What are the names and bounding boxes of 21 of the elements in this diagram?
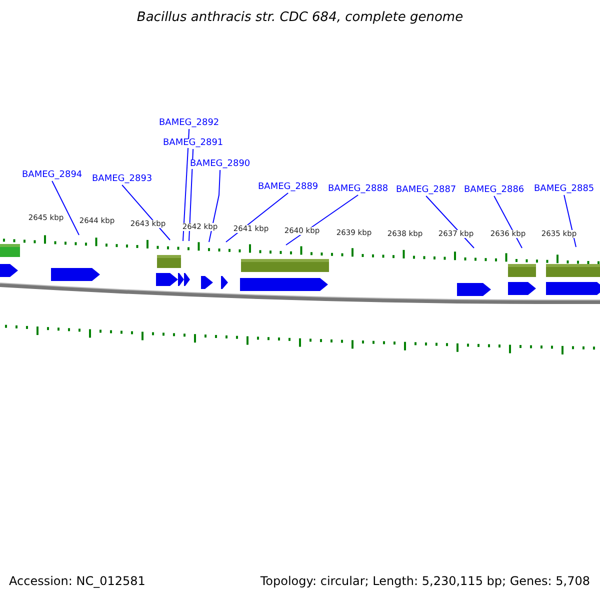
gene-label: BAMEG_2889: [258, 183, 318, 192]
gene-label: BAMEG_2891: [163, 139, 224, 148]
leader-line: [494, 196, 522, 248]
leader-line: [122, 184, 170, 240]
gene-label: BAMEG_2886: [464, 186, 524, 195]
gene-label: BAMEG_2893: [92, 175, 152, 184]
gene-label: BAMEG_2885: [534, 185, 594, 194]
chart-title: Bacillus anthracis str. CDC 684, complete genome: [136, 11, 464, 24]
genome-info-text: Topology: circular; Length: 5,230,115 bp; Genes: 5,708: [260, 575, 590, 587]
gene-label: BAMEG_2888: [328, 185, 388, 194]
gene-label: BAMEG_2887: [396, 186, 456, 195]
gene-label: BAMEG_2892: [159, 119, 220, 128]
leader-line: [564, 194, 576, 248]
accession-text: Accession: NC_012581: [9, 575, 146, 587]
gene-label: BAMEG_2890: [190, 160, 250, 169]
leader-line: [52, 180, 80, 236]
leader-line: [286, 194, 359, 246]
gene-label: BAMEG_2894: [22, 171, 82, 180]
leader-line: [426, 196, 474, 248]
leader-line: [226, 192, 289, 242]
leader-line: [208, 170, 221, 242]
